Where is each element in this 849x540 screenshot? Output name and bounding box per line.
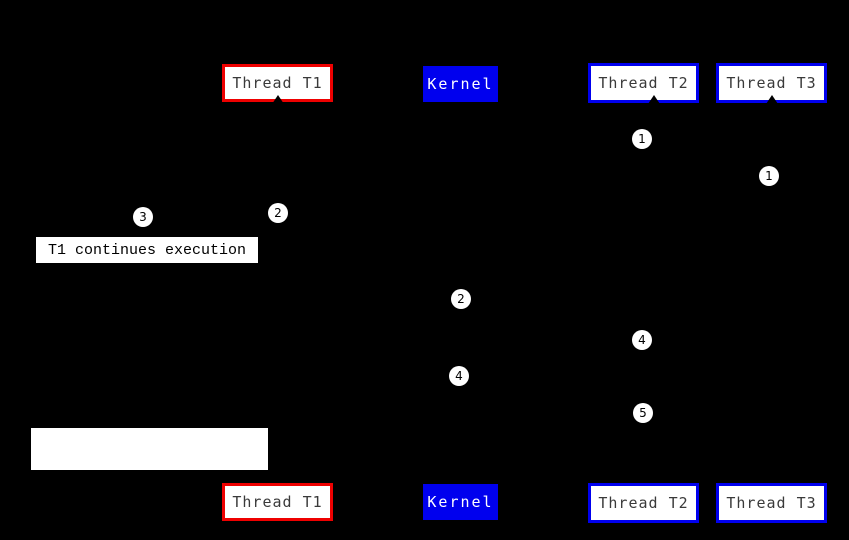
thread-t2-label-bottom: Thread T2 bbox=[598, 494, 689, 512]
arrowhead-icon bbox=[640, 477, 652, 486]
thread-t3-label-bottom: Thread T3 bbox=[726, 494, 817, 512]
blank-legend-box bbox=[31, 428, 268, 470]
kernel-box-bottom: Kernel bbox=[423, 484, 498, 520]
arrowhead-icon bbox=[272, 95, 284, 104]
arrowhead-icon bbox=[272, 477, 284, 486]
step-marker-1-t2: 1 bbox=[632, 129, 652, 149]
arrowhead-icon bbox=[648, 95, 660, 104]
step-marker-4-kernel: 4 bbox=[449, 366, 469, 386]
step-marker-3-t1: 3 bbox=[133, 207, 153, 227]
arrowhead-icon bbox=[766, 95, 778, 104]
t1-continues-execution-label: T1 continues execution bbox=[36, 237, 258, 263]
arrowhead-icon bbox=[767, 477, 779, 486]
step-marker-2-t1: 2 bbox=[268, 203, 288, 223]
step-marker-4-t2: 4 bbox=[632, 330, 652, 350]
step-marker-1-t3: 1 bbox=[759, 166, 779, 186]
thread-t1-label-bottom: Thread T1 bbox=[232, 493, 323, 511]
kernel-box-top: Kernel bbox=[423, 66, 498, 102]
arrowhead-icon bbox=[689, 477, 701, 486]
step-marker-2-kernel: 2 bbox=[451, 289, 471, 309]
step-marker-5-t2: 5 bbox=[633, 403, 653, 423]
thread-t3-label-top: Thread T3 bbox=[726, 74, 817, 92]
kernel-label-bottom: Kernel bbox=[427, 493, 494, 511]
thread-t2-box-top: Thread T2 bbox=[588, 63, 699, 103]
thread-t1-box-bottom: Thread T1 bbox=[222, 483, 333, 521]
thread-t1-label-top: Thread T1 bbox=[232, 74, 323, 92]
thread-t2-box-bottom: Thread T2 bbox=[588, 483, 699, 523]
thread-t2-label-top: Thread T2 bbox=[598, 74, 689, 92]
kernel-label-top: Kernel bbox=[427, 75, 494, 93]
thread-t3-box-bottom: Thread T3 bbox=[716, 483, 827, 523]
